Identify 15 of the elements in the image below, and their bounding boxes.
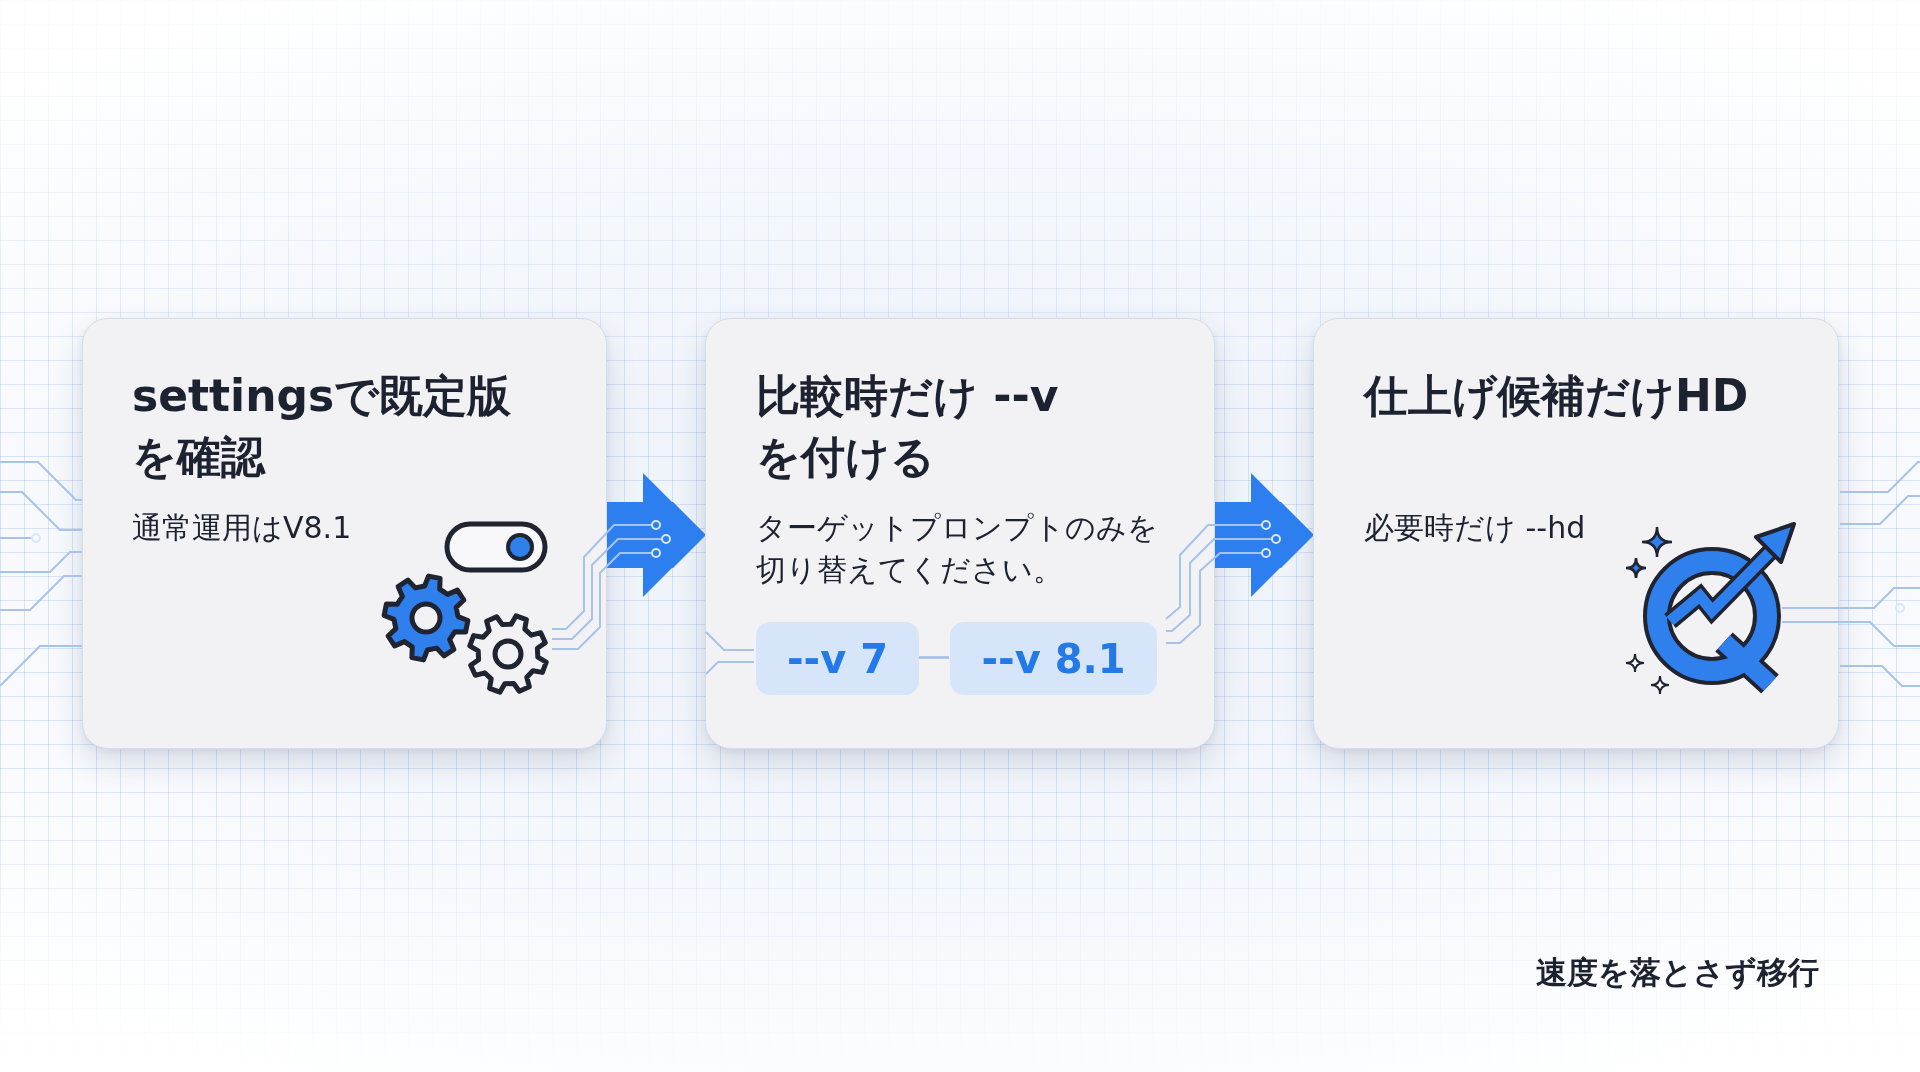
process-card (1313, 318, 1839, 749)
card-description: ターゲットプロンプトのみを切り替えてください。 (756, 509, 1159, 589)
card-title: 仕上げ候補だけHD (1364, 369, 1749, 423)
flow-arrow (1215, 472, 1313, 598)
parameter-chip: --v 7 (756, 622, 919, 695)
process-card (705, 318, 1215, 749)
tagline-text: 速度を落とさず移行 (1536, 953, 1819, 992)
parameter-chip: --v 8.1 (950, 622, 1157, 695)
connector-line (918, 656, 949, 659)
card-description: 必要時だけ --hd (1364, 509, 1586, 547)
card-title: 比較時だけ --v を付ける (756, 369, 1060, 484)
process-card (82, 318, 607, 749)
flow-arrow (607, 472, 705, 598)
card-title: settingsで既定版を確認 (132, 369, 513, 484)
card-description: 通常運用はV8.1 (132, 509, 352, 547)
